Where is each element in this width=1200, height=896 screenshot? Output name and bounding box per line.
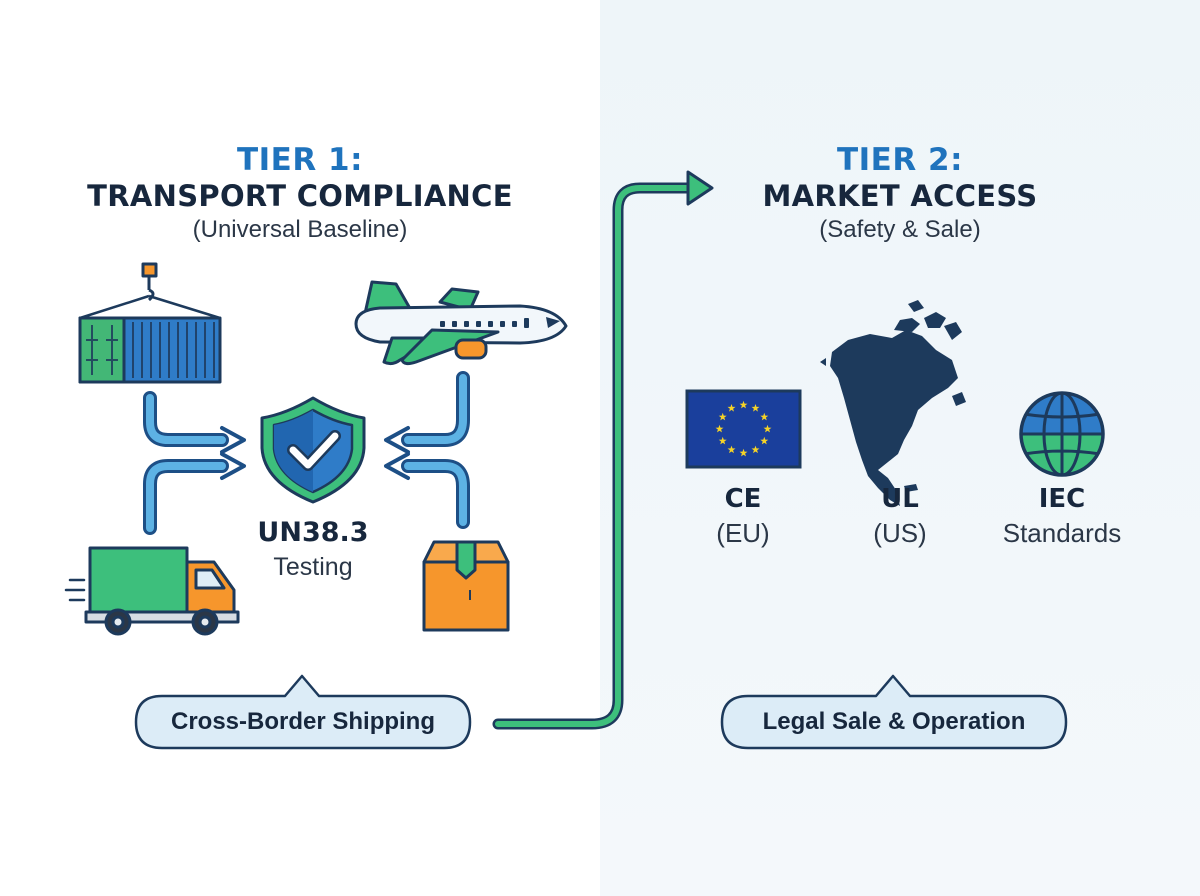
tier2-footer-pill: Legal Sale & Operation	[762, 708, 1026, 735]
callout-cross-border-shipping-shape	[134, 674, 472, 750]
truck-icon	[64, 546, 240, 636]
eu-star	[739, 448, 748, 457]
shield-check-icon	[260, 396, 366, 504]
eu-star	[727, 404, 736, 412]
tier1-header: TIER 1: TRANSPORT COMPLIANCE (Universal …	[60, 142, 540, 246]
center-title: UN38.3	[257, 517, 369, 548]
market-ul-region: (US)	[873, 518, 927, 548]
eu-star	[739, 400, 748, 409]
eu-star	[727, 445, 736, 454]
flow-arrow-truck	[143, 452, 246, 535]
eu-star	[763, 424, 772, 433]
globe-icon	[1019, 391, 1105, 477]
market-ce-region: (EU)	[716, 518, 770, 548]
eu-star	[715, 424, 724, 433]
eu-stars	[715, 400, 772, 457]
market-iec-region: Standards	[1002, 518, 1122, 548]
package-icon	[422, 540, 510, 632]
tier-transition-arrow	[492, 170, 714, 730]
tier1-subtitle: (Universal Baseline)	[192, 216, 408, 243]
tier2-title: MARKET ACCESS	[762, 179, 1038, 213]
tier2-label: TIER 2:	[837, 142, 963, 178]
container-icon	[78, 262, 222, 384]
market-ul-code: UL	[881, 484, 919, 514]
market-ce-code: CE	[724, 484, 762, 514]
tier1-label: TIER 1:	[237, 142, 363, 178]
eu-star	[760, 412, 769, 421]
eu-star	[760, 436, 769, 445]
tier1-title: TRANSPORT COMPLIANCE	[87, 179, 513, 213]
eu-star	[718, 436, 727, 445]
tier2-header: TIER 2: MARKET ACCESS (Safety & Sale)	[680, 142, 1120, 246]
flow-arrow-airplane	[384, 371, 470, 454]
eu-star	[751, 404, 760, 412]
flow-arrow-package	[384, 452, 470, 529]
market-iec-code: IEC	[1038, 484, 1086, 514]
north-america-map-icon	[820, 300, 966, 506]
eu-flag-icon	[685, 389, 802, 469]
eu-star	[751, 445, 760, 454]
tier1-footer-pill: Cross-Border Shipping	[170, 708, 435, 735]
callout-legal-sale-shape	[720, 674, 1068, 750]
tier2-subtitle: (Safety & Sale)	[819, 216, 981, 243]
airplane-icon	[354, 280, 568, 366]
flow-arrow-container	[143, 391, 246, 454]
eu-star	[718, 412, 727, 421]
center-subtitle: Testing	[273, 553, 353, 581]
